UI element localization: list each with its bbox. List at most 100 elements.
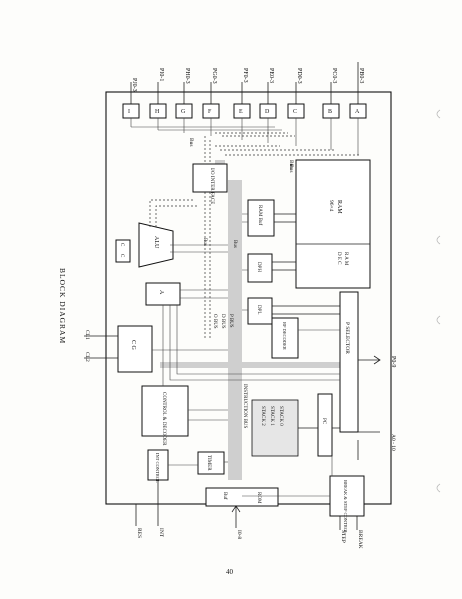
port-pin-pb: PB0-3: [357, 68, 364, 104]
port-label-pb: PB0-3: [358, 68, 364, 83]
port-box-b-label: B: [328, 109, 332, 115]
rom-label: ROM: [256, 492, 261, 504]
port-pin-pe: PE0-3: [267, 68, 274, 104]
accumulator-label: A: [158, 290, 164, 295]
port-row: PJ0-3 PI0-1 PH0-3 PG0-3 PF0-3 PE0-3 PD0-…: [130, 62, 364, 104]
stack-block: [251, 399, 299, 457]
p-selector-label: P SELECTOR: [344, 322, 350, 354]
ram-block: [295, 159, 371, 289]
margin-mark-4: [436, 483, 441, 493]
control-decoder-label: CONTROL & DECODER: [161, 392, 166, 446]
break-step-label: BREAK & STEP CONTROL: [343, 480, 348, 534]
signal-a0: A0 - 10: [390, 434, 396, 451]
port-pin-pg: PG0-3: [210, 68, 217, 104]
clock-generator-block: [117, 325, 153, 373]
port-box-i-label: I: [128, 109, 130, 115]
break-step-block: [329, 475, 365, 517]
port-pin-ph: PH0-3: [183, 68, 190, 104]
timer-block: [197, 451, 225, 475]
alu-block: [138, 222, 174, 268]
io-interface-block: [192, 163, 228, 193]
port-label-pc: PC0-3: [331, 68, 337, 83]
rp-decoder-block: [271, 317, 299, 359]
external-signals: CL1 CL2 P0-9 A0 - 10 RES INT I0-8 STEP B…: [84, 330, 396, 549]
port-box-h-label: H: [155, 109, 160, 115]
control-decoder-block: [141, 385, 189, 437]
p-selector-block: [339, 291, 359, 433]
timer-label: TIMER: [206, 455, 211, 471]
margin-mark-2: [436, 235, 441, 245]
signal-int: INT: [158, 528, 164, 538]
int-control-label: INT CONTROL: [155, 453, 160, 483]
stack2-label: STACK 2: [260, 406, 265, 426]
port-pin-pj: PJ0-3: [130, 78, 137, 104]
rom-buf-label: Buf: [222, 492, 227, 500]
horizontal-bus-lower: [160, 362, 340, 368]
port-label-pd: PD0-3: [296, 68, 302, 84]
program-counter-block: [317, 393, 333, 457]
port-label-pi: PI0-1: [158, 68, 164, 81]
port-pin-pf: PF0-3: [241, 68, 248, 104]
port-pin-pd: PD0-3: [295, 68, 302, 104]
ram-buffer-label: RAM Buf: [257, 205, 262, 225]
dph-block: [247, 253, 273, 283]
carry-label: C: [119, 243, 124, 247]
o-bus-label: O BUS: [212, 314, 217, 329]
dpl-block: [247, 297, 273, 325]
instruction-bus-label: INSTRUCTION BUS: [242, 384, 247, 429]
port-box-i: [122, 103, 140, 119]
signal-step: STEP: [340, 530, 346, 543]
signal-i0: I0-8: [236, 530, 242, 539]
bus-label-c: Bus: [288, 164, 294, 173]
d-bus-label: D BUS: [220, 314, 225, 329]
bus-label-inner: Bus: [232, 240, 237, 248]
port-box-g-label: G: [181, 109, 186, 115]
signal-res: RES: [136, 528, 142, 538]
port-box-f-label: F: [208, 109, 212, 115]
stack0-label: STACK 0: [278, 406, 283, 426]
stack1-label: STACK 1: [269, 406, 274, 426]
bus-label-a: Bus: [188, 138, 194, 147]
internal-wiring: [149, 199, 340, 497]
program-counter-label: PC: [321, 418, 326, 425]
dpl-label: DPL: [256, 305, 261, 314]
signal-p0: P0-9: [390, 356, 396, 367]
bus-label-b: Bus: [288, 160, 294, 169]
diagram-title: BLOCK DIAGRAM: [58, 268, 67, 344]
bus-label-d: Bus: [202, 238, 207, 246]
port-box-c-label: C: [293, 109, 297, 115]
port-boxes: I H G F E D C B A: [122, 103, 367, 119]
port-pin-pi: PI0-1: [157, 68, 164, 104]
port-pin-pc: PC0-3: [330, 68, 337, 104]
ram-label: RAM: [336, 200, 342, 214]
carry-label-2: C: [119, 254, 124, 258]
clock-generator-label: C G: [130, 340, 136, 351]
port-label-ph: PH0-3: [184, 68, 190, 84]
ram-size-label: 96×4: [328, 200, 334, 212]
port-box-e-label: E: [239, 109, 243, 115]
carry-block: [115, 239, 131, 263]
margin-mark-3: [436, 315, 441, 325]
rom-block: [205, 487, 279, 507]
margin-mark-1: [436, 109, 441, 119]
signal-cl1: CL1: [84, 330, 90, 340]
port-label-pg: PG0-3: [211, 68, 217, 84]
dph-label: DPH: [256, 262, 261, 272]
ram-dec-label: R A M: [343, 252, 348, 266]
signal-cl2: CL2: [84, 352, 90, 362]
p-bus-label: P BUS: [228, 314, 233, 328]
ram-dec2-label: D E C: [336, 252, 341, 265]
port-box-a-label: A: [355, 109, 360, 115]
alu-label: ALU: [153, 236, 159, 249]
port-label-pf: PF0-3: [242, 68, 248, 83]
signal-break: BREAK: [357, 530, 363, 549]
rp-decoder-label: RP DECODER: [282, 322, 287, 350]
page-number: 40: [226, 568, 234, 576]
ram-buffer-block: [247, 199, 275, 237]
port-box-d-label: D: [265, 109, 270, 115]
port-label-pj: PJ0-3: [131, 78, 137, 92]
port-label-pe: PE0-3: [268, 68, 274, 83]
main-data-bus: [228, 180, 242, 480]
